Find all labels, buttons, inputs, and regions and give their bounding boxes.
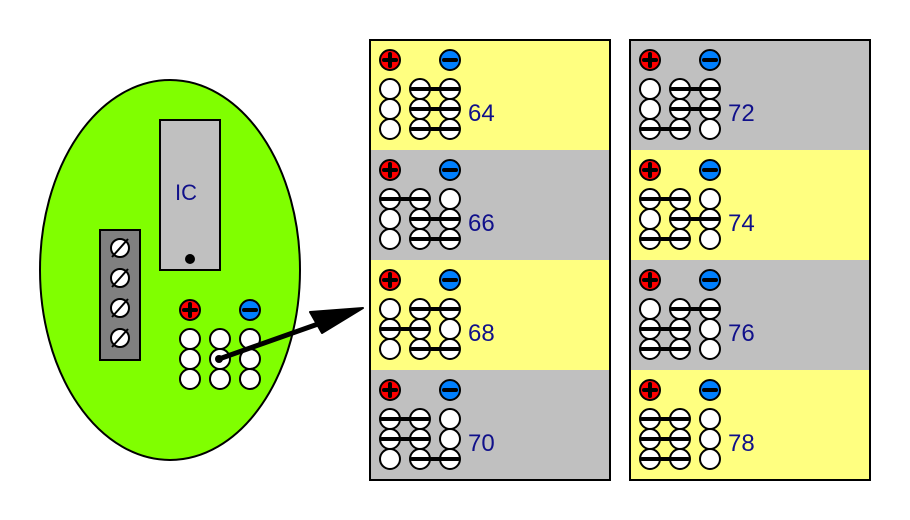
- minus-terminal-icon: [239, 299, 261, 321]
- header-pin: [379, 208, 401, 230]
- screw-icon: [110, 298, 130, 318]
- header-pin: [699, 428, 721, 450]
- header-pin: [639, 98, 661, 120]
- header-pin: [379, 338, 401, 360]
- circuit-board: IC: [39, 79, 364, 461]
- panel-setting-label: 70: [468, 430, 495, 457]
- pointer-arrow: [216, 307, 364, 362]
- screw-icon: [110, 328, 130, 348]
- panel-background: [630, 40, 870, 150]
- plus-terminal-icon: [379, 159, 401, 181]
- panel-setting-label: 72: [728, 100, 755, 127]
- header-pin: [209, 368, 231, 390]
- jumper-panel-68: 68: [370, 260, 610, 370]
- minus-terminal-icon: [439, 379, 461, 401]
- panel-background: [370, 370, 610, 480]
- header-pin: [639, 298, 661, 320]
- jumper-panel-72: 72: [630, 40, 870, 150]
- minus-terminal-icon: [699, 159, 721, 181]
- header-pin: [699, 188, 721, 210]
- plus-terminal-icon: [379, 49, 401, 71]
- minus-terminal-icon: [699, 379, 721, 401]
- header-pin: [439, 428, 461, 450]
- plus-terminal-icon: [639, 269, 661, 291]
- ic-chip: IC: [159, 119, 221, 271]
- minus-terminal-icon: [439, 269, 461, 291]
- screw-icon: [110, 238, 130, 258]
- header-pin: [209, 328, 231, 350]
- header-pin: [699, 318, 721, 340]
- panel-setting-label: 76: [728, 320, 755, 347]
- jumper-panel-66: 66: [370, 150, 610, 260]
- panel-background: [370, 150, 610, 260]
- jumper-configuration-panels: 64 66 68 70 72 74 76 78: [369, 39, 871, 481]
- arrow-shaft: [216, 315, 338, 362]
- arrow-head: [309, 307, 364, 334]
- header-pin: [179, 328, 201, 350]
- header-pin: [379, 98, 401, 120]
- header-pin: [439, 318, 461, 340]
- jumper-panel-74: 74: [630, 150, 870, 260]
- header-pin: [379, 228, 401, 250]
- header-pin: [239, 368, 261, 390]
- panel-background: [370, 40, 610, 150]
- header-pin: [439, 188, 461, 210]
- plus-terminal-icon: [639, 159, 661, 181]
- header-pin: [699, 228, 721, 250]
- panel-column-border: [629, 39, 871, 481]
- minus-terminal-icon: [699, 269, 721, 291]
- jumper-panel-76: 76: [630, 260, 870, 370]
- minus-terminal-icon: [439, 159, 461, 181]
- panel-background: [370, 260, 610, 370]
- header-pin: [699, 448, 721, 470]
- header-pin: [379, 298, 401, 320]
- header-pin: [439, 408, 461, 430]
- panel-setting-label: 68: [468, 320, 495, 347]
- ic-label: IC: [175, 180, 197, 205]
- header-pin: [379, 118, 401, 140]
- pin-grid: [639, 298, 721, 360]
- header-pin: [379, 448, 401, 470]
- header-pin: [179, 348, 201, 370]
- plus-terminal-icon: [639, 49, 661, 71]
- panel-background: [630, 150, 870, 260]
- minus-terminal-icon: [699, 49, 721, 71]
- panel-column-border: [369, 39, 611, 481]
- minus-terminal-icon: [439, 49, 461, 71]
- panel-background: [630, 260, 870, 370]
- plus-terminal-icon: [179, 299, 201, 321]
- panel-setting-label: 64: [468, 100, 495, 127]
- panel-setting-label: 66: [468, 210, 495, 237]
- panel-setting-label: 74: [728, 210, 755, 237]
- jumper-panel-64: 64: [370, 40, 610, 150]
- header-pin: [179, 368, 201, 390]
- ic-pin1-dot: [185, 254, 195, 264]
- plus-terminal-icon: [379, 379, 401, 401]
- header-pin: [699, 118, 721, 140]
- jumper-panel-78: 78: [630, 370, 870, 480]
- screw-terminal-block: [99, 229, 141, 361]
- jumper-panel-70: 70: [370, 370, 610, 480]
- header-pin: [379, 78, 401, 100]
- plus-terminal-icon: [639, 379, 661, 401]
- panel-setting-label: 78: [728, 430, 755, 457]
- plus-terminal-icon: [379, 269, 401, 291]
- header-pin: [639, 208, 661, 230]
- header-pin: [699, 338, 721, 360]
- header-pin: [639, 78, 661, 100]
- screw-icon: [110, 268, 130, 288]
- header-pin: [699, 408, 721, 430]
- ic-body: [159, 119, 221, 271]
- panel-background: [630, 370, 870, 480]
